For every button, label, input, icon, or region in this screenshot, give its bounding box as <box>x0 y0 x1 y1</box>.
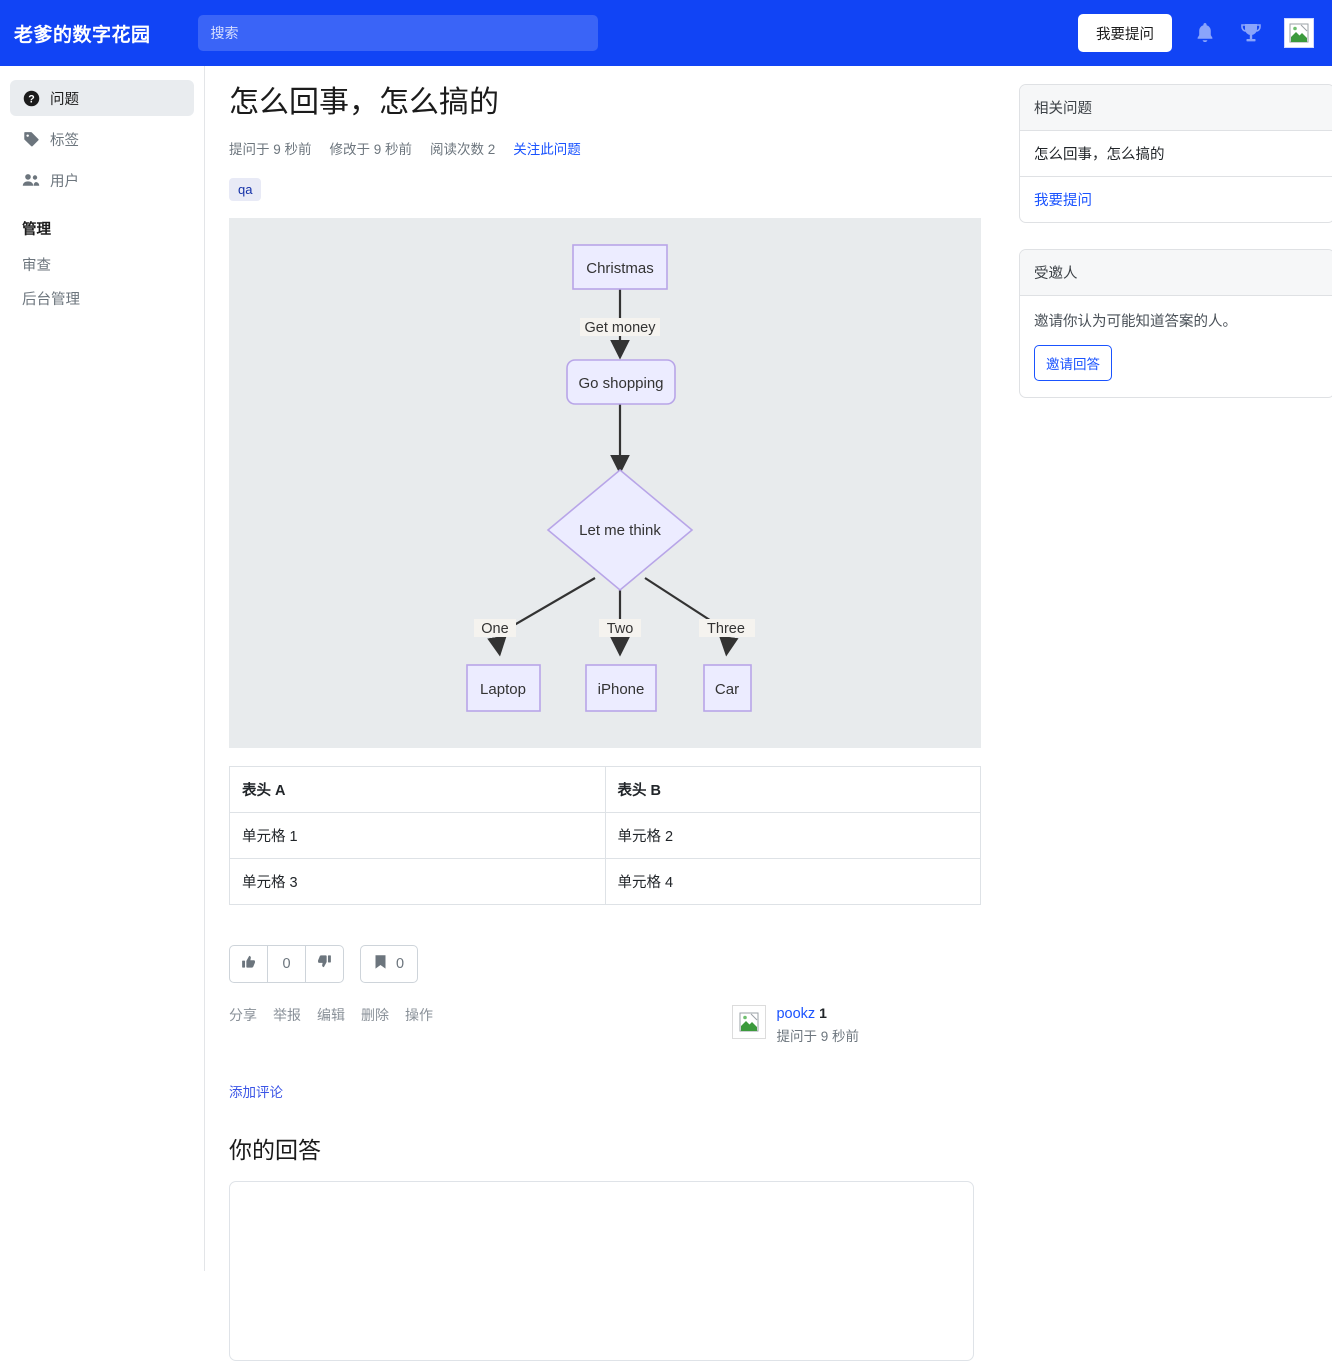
table-cell: 单元格 3 <box>229 857 606 905</box>
svg-text:Christmas: Christmas <box>586 260 654 277</box>
modified-time: 修改于 9 秒前 <box>329 141 413 157</box>
table-row: 单元格 1 单元格 2 <box>229 811 981 859</box>
invitees-body: 邀请你认为可能知道答案的人。 邀请回答 <box>1020 296 1332 397</box>
flow-node-let-me-think: Let me think <box>546 468 694 591</box>
page-layout: ? 问题 标签 用户 <box>0 66 1332 1364</box>
related-questions-card: 相关问题 怎么回事，怎么搞的 我要提问 <box>1019 84 1332 223</box>
author-card: pookz 1 提问于 9 秒前 <box>732 1004 859 1045</box>
sidebar-item-tags[interactable]: 标签 <box>10 121 194 157</box>
page-title: 怎么回事，怎么搞的 <box>229 86 499 119</box>
users-icon <box>22 171 40 189</box>
sidebar: ? 问题 标签 用户 <box>0 66 205 1271</box>
bookmark-button[interactable]: 0 <box>360 944 419 983</box>
sidebar-item-users[interactable]: 用户 <box>10 162 194 198</box>
sidebar-group-title: 管理 <box>22 222 51 238</box>
vote-row: 0 <box>229 944 981 983</box>
invitees-description: 邀请你认为可能知道答案的人。 <box>1034 314 1237 330</box>
edge-label-get-money: Get money <box>585 320 657 336</box>
svg-text:?: ? <box>28 93 34 105</box>
mermaid-flowchart: Get money One Two Three Christmas <box>229 217 981 748</box>
actions-row: 分享 举报 编辑 删除 操作 <box>229 1004 981 1045</box>
tag-qa[interactable]: qa <box>229 177 262 201</box>
author-info: pookz 1 提问于 9 秒前 <box>776 1005 859 1045</box>
table-row: 单元格 3 单元格 4 <box>229 857 981 905</box>
share-link[interactable]: 分享 <box>229 1006 257 1023</box>
more-actions-link[interactable]: 操作 <box>405 1006 433 1023</box>
content-area: 怎么回事，怎么搞的 提问于 9 秒前 修改于 9 秒前 阅读次数 2 关注此问题… <box>205 66 1332 1364</box>
table-header-cell: 表头 B <box>604 765 981 813</box>
question-circle-icon: ? <box>22 89 40 107</box>
add-comment-link[interactable]: 添加评论 <box>229 1084 283 1100</box>
sidebar-item-label: 用户 <box>50 173 79 190</box>
view-count: 阅读次数 2 <box>430 141 496 157</box>
flow-node-go-shopping: Go shopping <box>566 358 676 405</box>
post-action-links: 分享 举报 编辑 删除 操作 <box>229 1005 433 1025</box>
tag-list: qa <box>229 177 981 201</box>
question-meta: 提问于 9 秒前 修改于 9 秒前 阅读次数 2 关注此问题 <box>229 138 981 158</box>
bookmark-count: 0 <box>396 955 405 972</box>
navbar-right: 我要提问 <box>1078 14 1314 52</box>
thumbs-down-icon <box>317 954 332 973</box>
author-timestamp: 提问于 9 秒前 <box>776 1028 859 1044</box>
follow-question-link[interactable]: 关注此问题 <box>513 141 581 157</box>
author-avatar[interactable] <box>732 1004 767 1039</box>
table-cell: 单元格 1 <box>229 811 606 859</box>
table-header-cell: 表头 A <box>229 765 606 813</box>
flag-link[interactable]: 举报 <box>273 1006 301 1023</box>
author-name-link[interactable]: pookz <box>776 1005 816 1022</box>
flow-node-iphone: iPhone <box>585 663 657 712</box>
markdown-table: 表头 A 表头 B 单元格 1 单元格 2 单元格 3 单元格 4 <box>229 765 981 905</box>
flow-node-laptop: Laptop <box>466 663 541 712</box>
sidebar-item-admin[interactable]: 后台管理 <box>22 292 80 308</box>
svg-text:iPhone: iPhone <box>598 681 645 698</box>
table-cell: 单元格 4 <box>604 857 981 905</box>
svg-text:Go shopping: Go shopping <box>578 375 663 392</box>
ask-question-link[interactable]: 我要提问 <box>1034 193 1092 209</box>
delete-link[interactable]: 删除 <box>361 1006 389 1023</box>
tag-icon <box>22 130 40 148</box>
search-input[interactable] <box>197 15 598 51</box>
your-answer-heading: 你的回答 <box>229 1136 321 1163</box>
invite-answer-button[interactable]: 邀请回答 <box>1034 345 1112 381</box>
invitees-card: 受邀人 邀请你认为可能知道答案的人。 邀请回答 <box>1019 249 1332 398</box>
bell-icon[interactable] <box>1192 19 1218 47</box>
bookmark-icon <box>374 954 387 974</box>
related-question-item[interactable]: 怎么回事，怎么搞的 <box>1020 131 1332 177</box>
vote-count: 0 <box>268 944 306 983</box>
avatar[interactable] <box>1284 18 1314 48</box>
edge-label-two: Two <box>607 621 634 637</box>
flow-node-christmas: Christmas <box>572 243 668 290</box>
svg-text:Car: Car <box>715 681 739 698</box>
table-header-row: 表头 A 表头 B <box>229 765 981 813</box>
right-sidebar: 相关问题 怎么回事，怎么搞的 我要提问 受邀人 邀请你认为可能知道答案的人。 邀… <box>1019 84 1332 1364</box>
top-navbar: 老爹的数字花园 我要提问 <box>0 0 1332 66</box>
thumbs-up-icon <box>241 954 256 973</box>
svg-text:Let me think: Let me think <box>579 522 661 539</box>
asked-time: 提问于 9 秒前 <box>229 141 312 157</box>
site-brand[interactable]: 老爹的数字花园 <box>14 24 151 46</box>
edge-label-three: Three <box>707 621 745 637</box>
table-cell: 单元格 2 <box>604 811 981 859</box>
sidebar-item-label: 问题 <box>50 91 79 108</box>
edge-label-one: One <box>481 621 508 637</box>
vote-button-group: 0 <box>229 944 344 983</box>
svg-text:Laptop: Laptop <box>480 681 526 698</box>
flow-node-car: Car <box>703 663 752 712</box>
main-column: 怎么回事，怎么搞的 提问于 9 秒前 修改于 9 秒前 阅读次数 2 关注此问题… <box>229 84 981 1364</box>
invitees-heading: 受邀人 <box>1020 250 1332 296</box>
sidebar-item-questions[interactable]: ? 问题 <box>10 80 194 116</box>
edit-link[interactable]: 编辑 <box>317 1006 345 1023</box>
trophy-icon[interactable] <box>1238 19 1264 47</box>
downvote-button[interactable] <box>306 944 344 983</box>
related-questions-heading: 相关问题 <box>1020 85 1332 131</box>
ask-question-button[interactable]: 我要提问 <box>1078 14 1172 52</box>
upvote-button[interactable] <box>229 944 268 983</box>
author-reputation: 1 <box>819 1004 827 1021</box>
sidebar-item-review[interactable]: 审查 <box>22 258 51 274</box>
sidebar-item-label: 标签 <box>50 132 79 149</box>
